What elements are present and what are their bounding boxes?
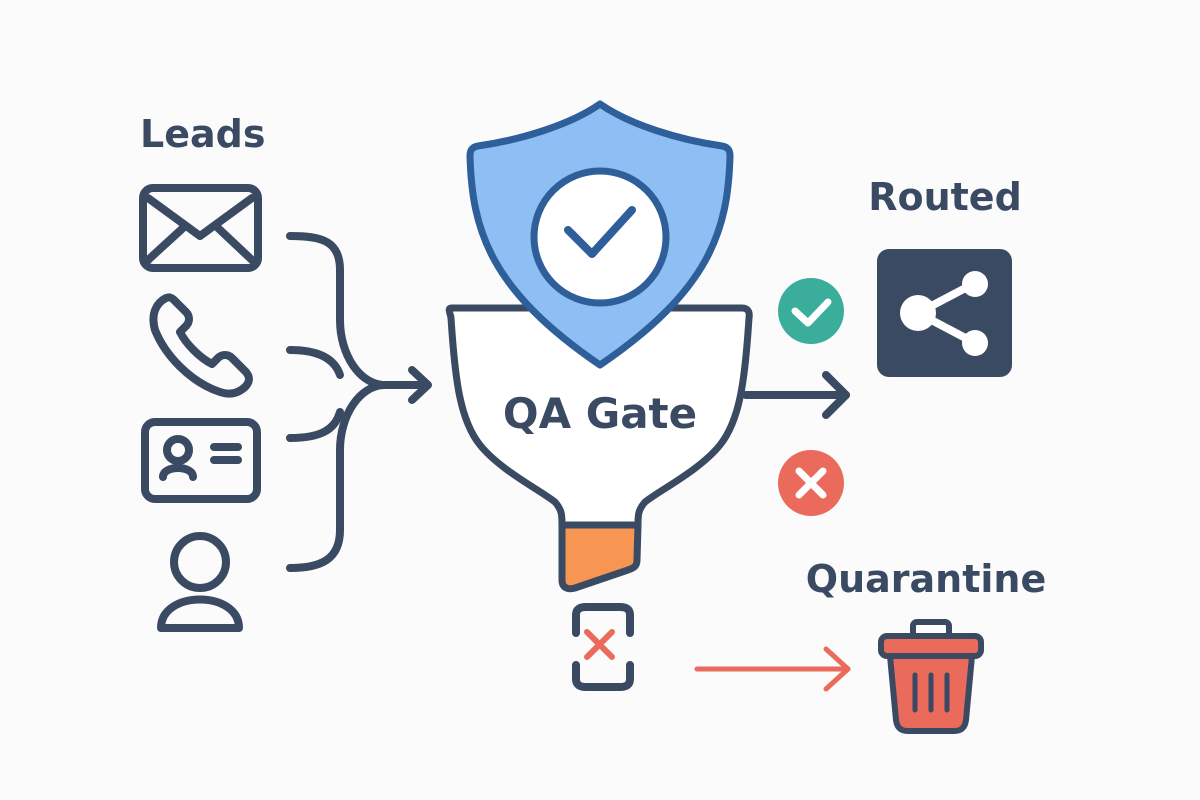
check-icon [564, 206, 636, 258]
routed-label: Routed [868, 175, 1022, 219]
share-icon [877, 249, 1012, 377]
quarantine-label: Quarantine [806, 557, 1046, 601]
merge-connector [286, 232, 432, 572]
routed-arrow [742, 371, 850, 419]
check-badge [530, 167, 670, 307]
phone-icon [149, 293, 253, 398]
gate-label: QA Gate [503, 389, 697, 438]
check-circle-icon [778, 278, 844, 344]
funnel [445, 304, 753, 593]
rejected-item-icon [572, 603, 634, 691]
leads-label: Leads [140, 112, 265, 156]
funnel-tip [558, 521, 642, 593]
envelope-icon [139, 184, 262, 272]
trash-icon [878, 619, 984, 734]
quarantine-arrow [694, 646, 851, 692]
contact-card-icon [141, 418, 261, 503]
person-icon [157, 532, 243, 632]
x-circle-icon [778, 450, 844, 516]
shield-icon [466, 100, 734, 369]
